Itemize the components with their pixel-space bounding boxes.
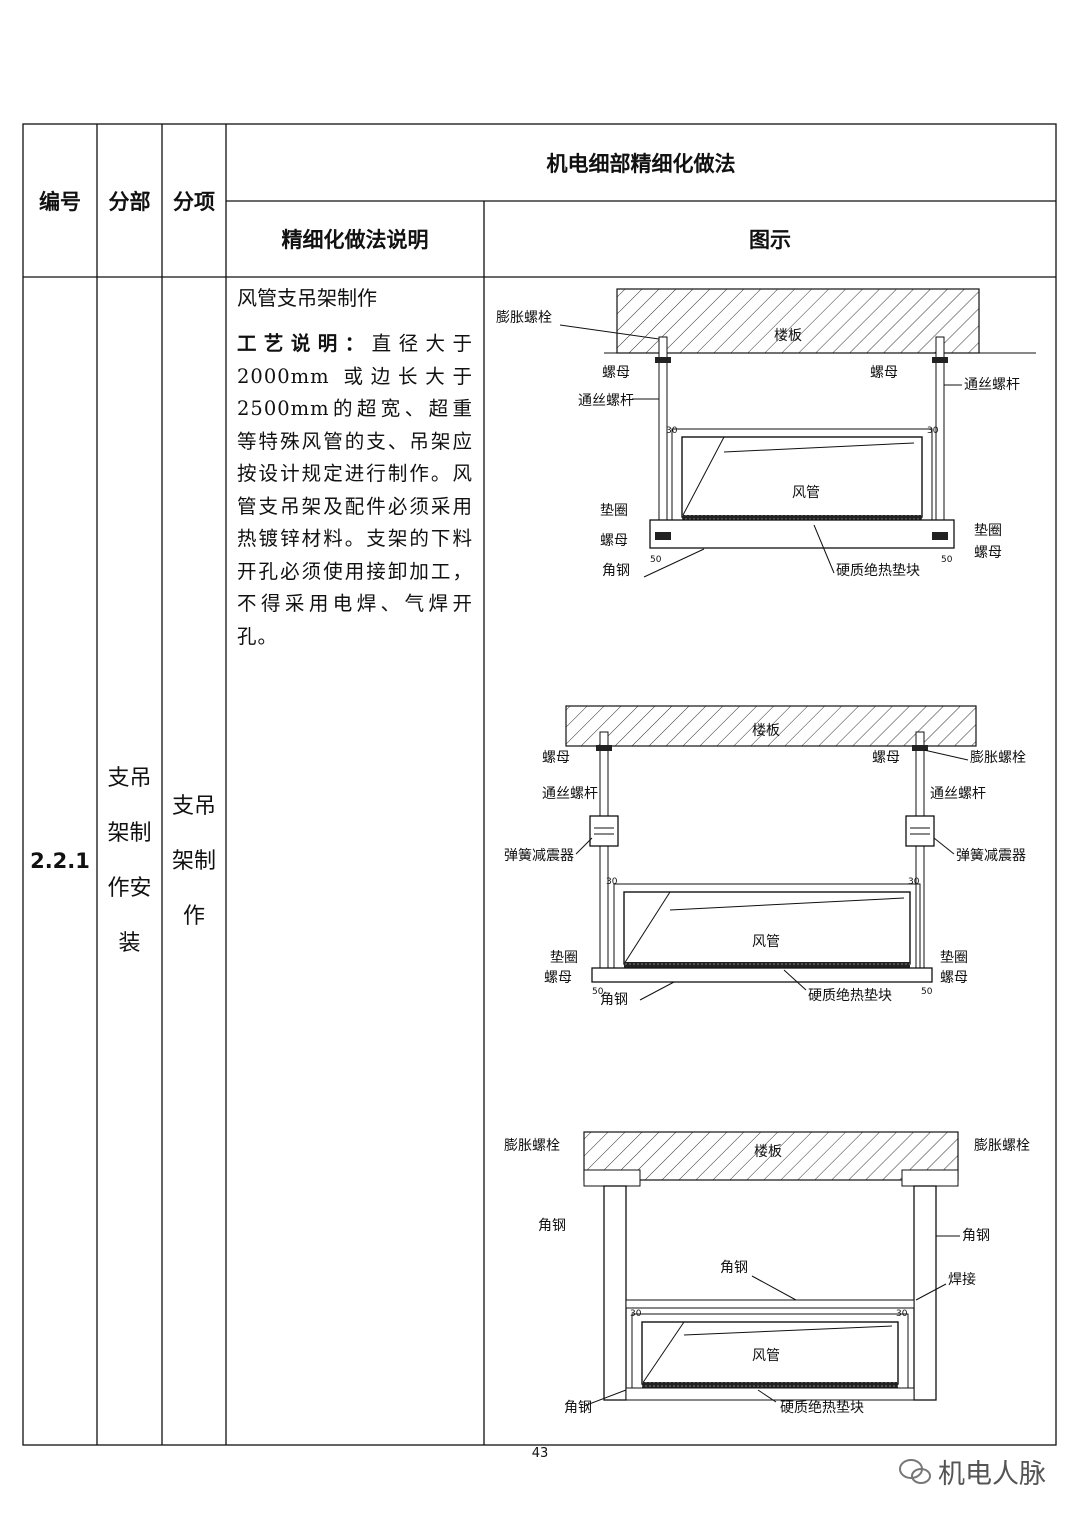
header-id: 编号 [39, 189, 81, 214]
angle-steel [649, 519, 955, 549]
duct-body [641, 1321, 899, 1385]
floor-slab [565, 705, 977, 747]
insulation-pad [642, 1382, 898, 1388]
label-nut: 螺母 [600, 533, 628, 549]
label-nut: 螺母 [872, 750, 900, 766]
label-angle-steel: 角钢 [602, 563, 630, 579]
label-angle-steel: 角钢 [564, 1400, 592, 1416]
dim-50: 50 [941, 555, 953, 565]
figure-3: 楼板 风管 30 30 膨胀螺栓 膨胀螺栓 角钢 角钢 角钢 焊接 角钢 硬质绝… [504, 1131, 1030, 1416]
dim-50: 50 [592, 987, 604, 997]
dim-30: 30 [908, 877, 920, 887]
spring-damper-right [905, 815, 935, 847]
dim-30: 30 [630, 1309, 642, 1319]
page-number: 43 [531, 1446, 549, 1461]
dim-50: 50 [921, 987, 933, 997]
part-line: 作安 [107, 876, 152, 901]
desc-label: 工艺说明： [237, 332, 372, 355]
part-line: 支吊 [107, 766, 152, 791]
watermark: 机电人脉 [898, 1452, 1046, 1491]
row-item: 支吊 架制 作 [162, 277, 226, 1445]
dim-50: 50 [650, 555, 662, 565]
desc-title: 风管支吊架制作 [237, 286, 377, 310]
label-insulation-pad: 硬质绝热垫块 [836, 563, 920, 579]
label-spring-damper: 弹簧减震器 [504, 848, 574, 864]
label-angle-steel: 角钢 [600, 992, 628, 1008]
floor-slab [616, 288, 980, 354]
label-nut: 螺母 [940, 970, 968, 986]
spring-damper-left [589, 815, 619, 847]
floor-slab [583, 1131, 959, 1181]
wechat-icon [899, 1458, 931, 1484]
label-anchor-bolt: 膨胀螺栓 [496, 309, 552, 326]
watermark-text: 机电人脉 [938, 1459, 1046, 1490]
label-nut: 螺母 [870, 365, 898, 381]
item-line: 作 [182, 903, 205, 929]
label-washer: 垫圈 [974, 523, 1002, 539]
label-washer: 垫圈 [550, 950, 578, 966]
bracket-plate-left [583, 1169, 641, 1187]
insulation-pad [624, 962, 910, 968]
label-nut: 螺母 [542, 750, 570, 766]
label-threaded-rod: 通丝螺杆 [964, 377, 1020, 393]
label-weld: 焊接 [948, 1271, 976, 1288]
desc-text: 直径大于2000mm 或边长大于2500mm的超宽、超重等特殊风管的支、吊架应按… [237, 332, 473, 648]
label-threaded-rod: 通丝螺杆 [542, 786, 598, 802]
header-group: 机电细部精细化做法 [546, 151, 736, 176]
duct-label: 风管 [752, 1348, 780, 1364]
duct-body [623, 891, 911, 965]
label-nut: 螺母 [602, 365, 630, 381]
item-line: 架制 [171, 848, 216, 874]
label-nut: 螺母 [544, 970, 572, 986]
label-anchor-bolt: 膨胀螺栓 [504, 1137, 560, 1154]
dim-30: 30 [606, 877, 618, 887]
figure-2: 楼板 风管 30 30 50 50 螺母 螺母 膨胀螺栓 通丝螺杆 通丝螺杆 弹… [504, 705, 1026, 1008]
angle-steel-bottom [625, 1387, 915, 1401]
label-insulation-pad: 硬质绝热垫块 [808, 988, 892, 1004]
header-figure: 图示 [749, 228, 791, 252]
threaded-rod-right [935, 336, 945, 538]
figure-1: 楼板 风管 30 30 50 50 膨胀螺栓 螺母 螺母 通丝螺杆 通丝螺杆 垫… [496, 288, 1036, 579]
row-part: 支吊 架制 作安 装 [97, 277, 162, 1445]
label-nut: 螺母 [974, 545, 1002, 561]
slab-label: 楼板 [752, 723, 780, 739]
desc-body: 工艺说明：直径大于2000mm 或边长大于2500mm的超宽、超重等特殊风管的支… [237, 328, 473, 653]
angle-steel-left [603, 1185, 627, 1401]
label-angle-steel: 角钢 [538, 1218, 566, 1234]
bracket-plate-right [901, 1169, 959, 1187]
header-item: 分项 [173, 189, 215, 214]
label-spring-damper: 弹簧减震器 [956, 848, 1026, 864]
label-anchor-bolt: 膨胀螺栓 [970, 749, 1026, 766]
slab-label: 楼板 [774, 328, 802, 344]
dim-30: 30 [896, 1309, 908, 1319]
duct-label: 风管 [752, 934, 780, 950]
label-angle-steel: 角钢 [962, 1228, 990, 1244]
label-insulation-pad: 硬质绝热垫块 [780, 1400, 864, 1416]
label-washer: 垫圈 [940, 950, 968, 966]
threaded-rod-left [599, 731, 609, 973]
angle-steel [591, 967, 933, 983]
part-line: 架制 [107, 821, 152, 846]
part-line: 装 [118, 931, 141, 956]
duct-label: 风管 [792, 485, 820, 501]
slab-label: 楼板 [754, 1144, 782, 1160]
label-anchor-bolt: 膨胀螺栓 [974, 1137, 1030, 1154]
label-washer: 垫圈 [600, 503, 628, 519]
label-threaded-rod: 通丝螺杆 [578, 393, 634, 409]
angle-steel-right [913, 1185, 937, 1401]
header-desc: 精细化做法说明 [281, 228, 429, 252]
angle-steel-mid [625, 1299, 915, 1309]
dim-30: 30 [666, 426, 678, 436]
dim-30: 30 [927, 426, 939, 436]
header-part: 分部 [108, 189, 151, 214]
insulation-pad [682, 515, 922, 521]
item-line: 支吊 [171, 793, 216, 819]
label-angle-steel: 角钢 [720, 1260, 748, 1276]
label-threaded-rod: 通丝螺杆 [930, 786, 986, 802]
threaded-rod-left [658, 336, 668, 538]
duct-body [681, 436, 923, 518]
row-id: 2.2.1 [30, 849, 90, 873]
